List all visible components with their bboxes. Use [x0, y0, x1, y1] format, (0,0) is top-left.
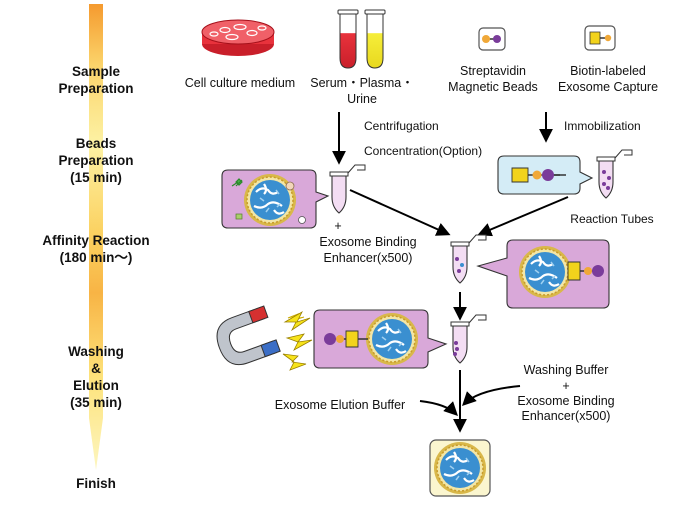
sample-tube-icon — [329, 164, 366, 214]
label-plus: + — [334, 219, 341, 233]
label-washing-buffer: Washing Buffer — [524, 363, 609, 377]
label-biotin-line2: Exosome Capture — [558, 80, 658, 94]
biotin-capture-icon — [584, 25, 616, 51]
washing-complex-bubble — [313, 309, 448, 369]
arrow-sample-to-reaction — [349, 189, 451, 236]
stage-washing-line2: & — [91, 361, 101, 376]
stage-gradient-bar — [89, 4, 103, 470]
label-streptavidin-line1: Streptavidin — [460, 64, 526, 78]
stage-sample-line1: Sample — [72, 64, 121, 79]
label-elution-buffer: Exosome Elution Buffer — [275, 398, 405, 412]
label-streptavidin-line2: Magnetic Beads — [448, 80, 538, 94]
stage-affinity-line1: Affinity Reaction — [42, 233, 149, 248]
petri-dish-icon — [201, 19, 275, 56]
label-washing-enhancer-line2: Enhancer(x500) — [522, 409, 611, 423]
label-enhancer-line1: Exosome Binding — [319, 235, 416, 249]
arrow-elution-buffer — [419, 400, 458, 416]
stage-washing-line1: Washing — [68, 344, 124, 359]
magnetic-spark-icon — [282, 310, 313, 371]
label-serum-line1: Serum・Plasma・ — [310, 76, 414, 90]
streptavidin-bead-icon — [478, 27, 506, 51]
stage-timeline: Sample Preparation Beads Preparation (15… — [42, 4, 150, 491]
magnet-icon — [216, 305, 281, 366]
stage-washing-time: (35 min) — [70, 395, 122, 410]
arrow-beads-to-reaction — [477, 196, 569, 237]
stage-finish: Finish — [76, 476, 116, 491]
stage-beads-line2: Preparation — [58, 153, 133, 168]
reaction-tube-beads-icon — [596, 149, 633, 199]
label-biotin-line1: Biotin-labeled — [570, 64, 646, 78]
label-washing-enhancer-line1: Exosome Binding — [517, 394, 614, 408]
arrow-washing-buffer — [462, 385, 521, 406]
stage-washing-line3: Elution — [73, 378, 119, 393]
stage-beads-time: (15 min) — [70, 170, 122, 185]
stage-affinity-time: (180 min～) — [60, 250, 133, 265]
label-concentration: Concentration(Option) — [364, 144, 482, 158]
affinity-complex-bubble — [476, 239, 610, 309]
label-immobilization: Immobilization — [564, 119, 641, 133]
affinity-tube-icon — [450, 234, 487, 284]
label-washing-plus: + — [562, 379, 569, 393]
small-particle-icon — [231, 178, 306, 224]
stage-beads-line1: Beads — [76, 136, 117, 151]
label-centrifugation: Centrifugation — [364, 119, 439, 133]
label-enhancer-line2: Enhancer(x500) — [324, 251, 413, 265]
purified-exosome-icon — [429, 439, 491, 497]
washing-tube-icon — [450, 314, 487, 364]
label-cell-culture: Cell culture medium — [185, 76, 295, 90]
serum-plasma-tubes-icon — [337, 9, 386, 69]
sample-exosome-bubble — [221, 169, 330, 229]
beads-capture-bubble — [497, 155, 594, 195]
label-reaction-tubes: Reaction Tubes — [570, 212, 653, 226]
label-serum-line2: Urine — [347, 92, 377, 106]
stage-sample-line2: Preparation — [58, 81, 133, 96]
